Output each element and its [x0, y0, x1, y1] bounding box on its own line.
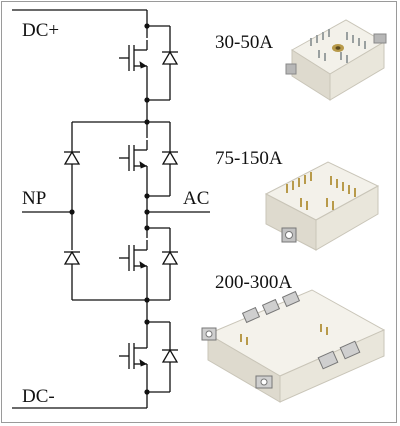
diode-d1	[161, 51, 179, 65]
igbt-t4	[118, 337, 148, 375]
junction-dots	[69, 23, 150, 395]
clamp-diode-lower	[63, 251, 81, 265]
np-label: NP	[22, 188, 47, 209]
module-large-rating: 200-300A	[215, 272, 293, 293]
clamp-diode-upper	[63, 151, 81, 165]
igbt-t2	[118, 139, 148, 177]
module-medium-image	[264, 161, 380, 251]
diode-d4	[161, 349, 179, 363]
diode-d2	[161, 151, 179, 165]
igbt-t3	[118, 239, 148, 277]
module-medium-rating: 75-150A	[215, 148, 283, 169]
igbt-t1	[118, 39, 148, 77]
dc-minus-label: DC-	[22, 386, 55, 407]
module-small-rating: 30-50A	[215, 32, 274, 53]
ac-label: AC	[183, 188, 210, 209]
dc-plus-label: DC+	[22, 20, 60, 41]
diode-d3	[161, 251, 179, 265]
module-small-image	[285, 19, 387, 101]
module-large-image	[201, 289, 386, 403]
